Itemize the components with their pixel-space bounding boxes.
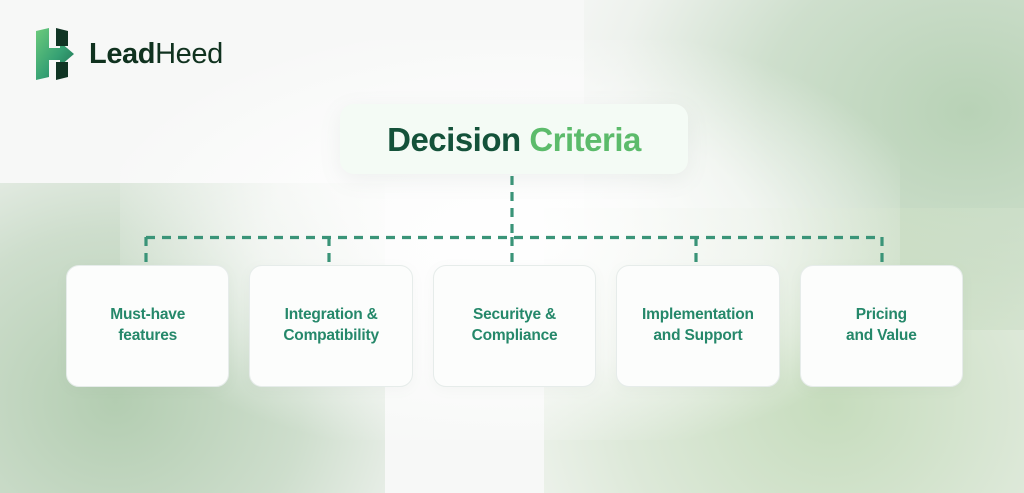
page-title: Decision Criteria: [387, 123, 641, 156]
criteria-card-label: Integration & Compatibility: [283, 306, 379, 344]
leadheed-arrow-logo-icon: [36, 28, 74, 80]
page-title-accent: Criteria: [529, 120, 641, 158]
criteria-card-label: Securitye & Compliance: [471, 306, 558, 344]
criteria-card-implementation-support[interactable]: Implementation and Support: [616, 265, 780, 387]
criteria-card-must-have-features[interactable]: Must-have features: [66, 265, 230, 387]
brand-name-bold: Lead: [89, 37, 156, 70]
brand-wordmark: LeadHeed: [89, 37, 223, 70]
criteria-card-row: Must-have features Integration & Compati…: [66, 265, 964, 387]
brand-logo[interactable]: LeadHeed: [34, 28, 223, 80]
criteria-card-pricing-value[interactable]: Pricing and Value: [799, 265, 964, 387]
criteria-card-integration-compatibility[interactable]: Integration & Compatibility: [249, 265, 413, 387]
criteria-card-label: Pricing and Value: [846, 306, 917, 344]
page-title-card: Decision Criteria: [340, 104, 688, 174]
brand-name-light: Heed: [155, 37, 223, 70]
criteria-card-label: Must-have features: [110, 306, 186, 344]
page-title-primary: Decision: [387, 120, 521, 158]
criteria-card-security-compliance[interactable]: Securitye & Compliance: [432, 265, 597, 387]
criteria-card-label: Implementation and Support: [642, 306, 754, 344]
